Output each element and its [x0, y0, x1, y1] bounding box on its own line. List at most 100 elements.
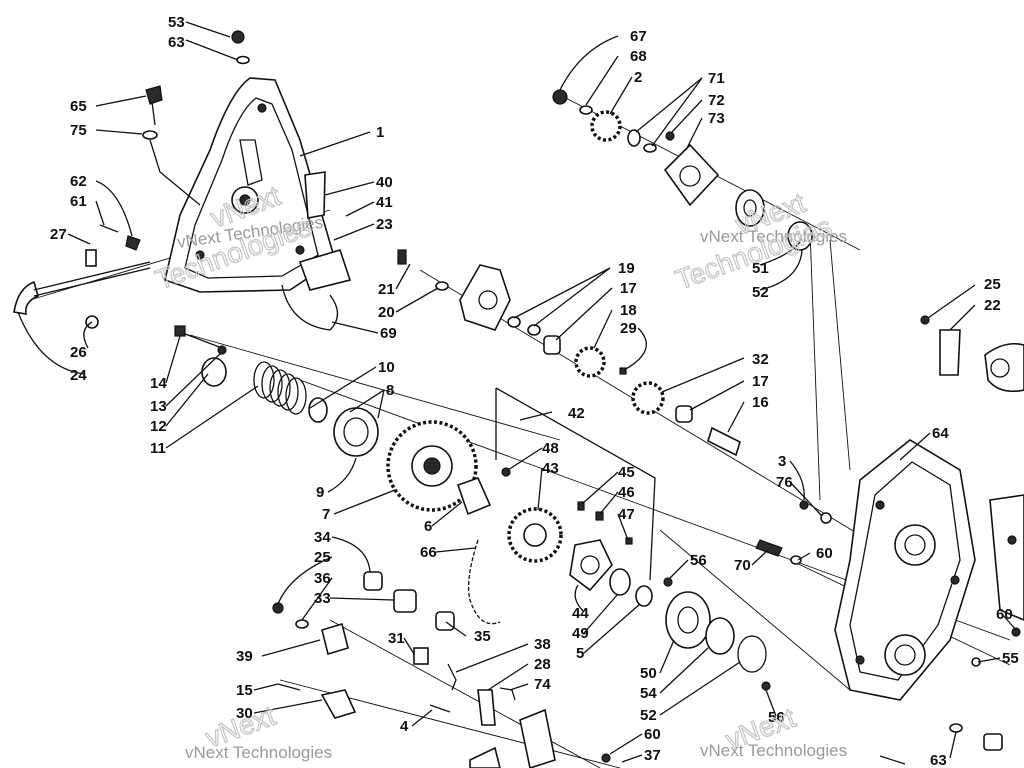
part-label-56: 56: [690, 552, 707, 569]
part-label-31: 31: [388, 630, 405, 647]
part-label-65: 65: [70, 98, 87, 115]
bracket-and-band: [281, 171, 352, 331]
part-label-21: 21: [378, 281, 395, 298]
watermark-text: vNext Technologies: [700, 741, 847, 760]
part-label-47: 47: [618, 506, 635, 523]
watermark-text: vNext Technologies: [185, 743, 332, 762]
part-label-11: 11: [150, 440, 166, 457]
part-label-30: 30: [236, 705, 253, 722]
part-label-74: 74: [534, 676, 551, 693]
part-label-25b: 25: [984, 276, 1001, 293]
part-label-51: 51: [752, 260, 769, 277]
leader-lines: [17, 21, 1017, 763]
spring-assembly: [174, 325, 379, 457]
part-label-12: 12: [150, 418, 167, 435]
part-label-66: 66: [420, 544, 437, 561]
part-label-71: 71: [708, 70, 725, 87]
part-label-4: 4: [400, 718, 409, 735]
part-label-60c: 60: [996, 606, 1013, 623]
part-label-62: 62: [70, 173, 87, 190]
part-label-61: 61: [70, 193, 87, 210]
part-label-53: 53: [168, 14, 185, 31]
part-label-43: 43: [542, 460, 559, 477]
part-label-60: 60: [816, 545, 833, 562]
part-label-69: 69: [380, 325, 397, 342]
part-label-34: 34: [314, 529, 331, 546]
driven-sprocket-assembly: [495, 387, 656, 607]
part-label-46: 46: [618, 484, 635, 501]
small-hardware-left: [85, 30, 449, 329]
part-label-70: 70: [734, 557, 751, 574]
part-label-14: 14: [150, 375, 167, 392]
chaincase-housing: [834, 439, 976, 701]
part-label-9: 9: [316, 484, 324, 501]
lever-linkage: [413, 647, 556, 768]
bearing-plate-assembly: [663, 539, 802, 691]
part-label-50: 50: [640, 665, 657, 682]
part-label-24: 24: [70, 367, 87, 384]
part-label-23: 23: [376, 216, 393, 233]
part-label-67: 67: [630, 28, 647, 45]
part-label-36: 36: [314, 570, 331, 587]
bearings-lower-left: [272, 571, 455, 631]
part-label-3: 3: [778, 453, 786, 470]
drive-sprocket: [386, 420, 492, 516]
part-label-63b: 63: [930, 752, 947, 768]
part-label-72: 72: [708, 92, 725, 109]
part-label-6: 6: [424, 518, 432, 535]
part-label-54: 54: [640, 685, 657, 702]
part-label-16: 16: [752, 394, 769, 411]
part-label-25: 25: [314, 549, 331, 566]
part-label-60b: 60: [644, 726, 661, 743]
part-label-19: 19: [618, 260, 635, 277]
part-label-44: 44: [572, 605, 589, 622]
part-label-49: 49: [572, 625, 589, 642]
part-label-75: 75: [70, 122, 87, 139]
part-label-35: 35: [474, 628, 491, 645]
part-label-33: 33: [314, 590, 331, 607]
part-label-37: 37: [644, 747, 661, 764]
part-label-63: 63: [168, 34, 185, 51]
part-label-27: 27: [50, 226, 67, 243]
chaincase-cover: [164, 77, 336, 293]
part-label-52: 52: [752, 284, 769, 301]
part-label-26: 26: [70, 344, 87, 361]
part-label-17b: 17: [752, 373, 769, 390]
part-label-13: 13: [150, 398, 167, 415]
part-label-8: 8: [386, 382, 394, 399]
part-label-22: 22: [984, 297, 1001, 314]
upper-shaft-parts: [552, 89, 813, 251]
tensioner-parts: [277, 622, 451, 719]
part-label-38: 38: [534, 636, 551, 653]
part-label-55: 55: [1002, 650, 1019, 667]
part-label-56b: 56: [768, 709, 785, 726]
part-label-1: 1: [376, 124, 384, 141]
drive-chain: [467, 539, 501, 625]
middle-shaft-parts: [459, 264, 832, 524]
part-label-52b: 52: [640, 707, 657, 724]
part-label-10: 10: [378, 359, 395, 376]
part-label-42: 42: [568, 405, 585, 422]
part-label-40: 40: [376, 174, 393, 191]
part-label-68: 68: [630, 48, 647, 65]
part-label-2: 2: [634, 69, 642, 86]
control-lever: [13, 249, 151, 315]
part-label-39: 39: [236, 648, 253, 665]
part-label-5: 5: [576, 645, 584, 662]
part-label-41: 41: [376, 194, 393, 211]
part-label-64: 64: [932, 425, 949, 442]
part-number-labels: 53 63 65 75 1 40 41 23 62 61 27 21 20 69…: [50, 14, 1019, 768]
part-label-73: 73: [708, 110, 725, 127]
watermark-text: vNext Technologies: [700, 227, 847, 246]
part-label-48: 48: [542, 440, 559, 457]
part-label-32: 32: [752, 351, 769, 368]
part-label-17: 17: [620, 280, 637, 297]
part-label-7: 7: [322, 506, 330, 523]
part-label-15: 15: [236, 682, 253, 699]
part-label-45: 45: [618, 464, 635, 481]
part-label-28: 28: [534, 656, 551, 673]
right-edge-parts: [601, 315, 1024, 765]
part-label-20: 20: [378, 304, 395, 321]
